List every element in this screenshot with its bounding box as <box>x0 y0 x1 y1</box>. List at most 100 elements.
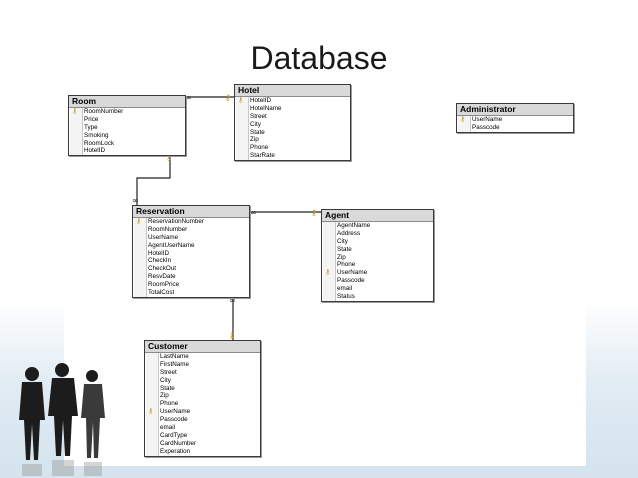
key-icon: ⚷ ⚷ ⚷ ⚷ <box>166 93 317 340</box>
field-row[interactable]: Passcode <box>145 416 260 425</box>
field-row[interactable]: Phone <box>235 144 350 153</box>
field-row[interactable]: Status <box>322 293 433 301</box>
field-row[interactable]: HotelID <box>133 249 249 258</box>
field-row[interactable]: State <box>235 128 350 137</box>
field-name: AgentUserName <box>148 241 195 249</box>
field-row[interactable]: FirstName <box>145 360 260 369</box>
field-row[interactable]: City <box>235 120 350 129</box>
table-title: Hotel <box>235 85 350 97</box>
field-row[interactable]: ⚷RoomNumber <box>69 108 185 116</box>
row-selector <box>323 229 336 238</box>
field-row[interactable]: Type <box>69 123 185 132</box>
field-row[interactable]: Smoking <box>69 131 185 140</box>
field-name: Zip <box>160 392 169 400</box>
field-name: UserName <box>148 233 179 241</box>
field-name: RoomNumber <box>84 108 124 115</box>
field-name: Phone <box>160 400 179 408</box>
field-row[interactable]: ⚷UserName <box>145 408 260 417</box>
field-row[interactable]: UserName <box>133 233 249 242</box>
field-row[interactable]: ⚷ReservationNumber <box>133 218 249 226</box>
row-selector <box>458 123 471 132</box>
row-selector <box>458 116 471 124</box>
field-row[interactable]: RoomPrice <box>133 281 249 290</box>
row-selector <box>323 277 336 286</box>
field-row[interactable]: Street <box>235 112 350 121</box>
field-row[interactable]: City <box>322 237 433 246</box>
field-row[interactable]: ⚷UserName <box>322 269 433 278</box>
field-row[interactable]: City <box>145 376 260 385</box>
field-name: Zip <box>250 136 259 144</box>
row-selector <box>236 152 249 161</box>
field-row[interactable]: Price <box>69 115 185 124</box>
field-row[interactable]: CardNumber <box>145 439 260 448</box>
field-row[interactable]: Zip <box>235 136 350 145</box>
field-name: email <box>337 285 353 293</box>
field-name: City <box>337 237 348 245</box>
field-name: Status <box>337 293 355 301</box>
field-row[interactable]: Passcode <box>322 277 433 286</box>
field-row[interactable]: ⚷UserName <box>457 116 573 124</box>
field-row[interactable]: Street <box>145 368 260 377</box>
field-row[interactable]: Phone <box>322 261 433 270</box>
field-row[interactable]: Phone <box>145 400 260 409</box>
field-row[interactable]: TotalCost <box>133 289 249 297</box>
field-row[interactable]: CheckIn <box>133 257 249 266</box>
field-name: Phone <box>250 144 269 152</box>
field-row[interactable]: HotelName <box>235 104 350 113</box>
field-row[interactable]: AgentUserName <box>133 241 249 250</box>
svg-text:⚷: ⚷ <box>311 208 317 217</box>
key-icon: ⚷ <box>238 97 244 104</box>
infinity-icon: ∞ ∞ ∞ ∞ <box>132 93 257 305</box>
field-row[interactable]: RoomLock <box>69 139 185 148</box>
svg-text:⚷: ⚷ <box>225 93 231 102</box>
field-row[interactable]: email <box>145 424 260 432</box>
row-selector <box>146 368 159 377</box>
field-row[interactable]: AgentName <box>322 222 433 230</box>
field-name: Passcode <box>337 277 365 285</box>
field-row[interactable]: LastName <box>145 353 260 361</box>
key-icon: ⚷ <box>460 116 466 123</box>
field-row[interactable]: StarRate <box>235 152 350 161</box>
row-selector <box>236 97 249 105</box>
field-row[interactable]: Address <box>322 229 433 238</box>
row-selector <box>323 245 336 254</box>
field-name: Type <box>84 123 98 131</box>
field-row[interactable]: Experation <box>145 447 260 456</box>
row-selector <box>70 139 83 148</box>
field-name: RoomNumber <box>148 225 188 233</box>
field-row[interactable]: RoomNumber <box>133 225 249 234</box>
people-silhouette-image <box>19 363 105 476</box>
row-selector <box>323 237 336 246</box>
row-selector <box>134 273 147 282</box>
field-name: CheckIn <box>148 257 172 265</box>
field-name: RoomLock <box>84 139 115 147</box>
table-title: Reservation <box>133 206 249 218</box>
field-row[interactable]: CheckOut <box>133 265 249 274</box>
row-selector <box>323 285 336 294</box>
field-name: Smoking <box>84 131 109 139</box>
field-row[interactable]: HotelID <box>69 147 185 156</box>
field-row[interactable]: Zip <box>322 253 433 262</box>
field-row[interactable]: Zip <box>145 392 260 401</box>
field-row[interactable]: State <box>145 384 260 393</box>
field-row[interactable]: email <box>322 285 433 294</box>
svg-text:⚷: ⚷ <box>229 331 235 340</box>
room-reservation-link <box>136 155 171 205</box>
row-selector <box>146 384 159 393</box>
field-row[interactable]: CardType <box>145 431 260 440</box>
row-selector <box>134 289 147 297</box>
field-row[interactable]: ⚷HotelID <box>235 97 350 105</box>
field-row[interactable]: State <box>322 245 433 254</box>
svg-text:∞: ∞ <box>250 208 257 217</box>
field-row[interactable]: ResvDate <box>133 273 249 282</box>
field-row[interactable]: Passcode <box>457 123 573 132</box>
row-selector <box>146 360 159 369</box>
svg-text:∞: ∞ <box>185 93 192 102</box>
svg-text:∞: ∞ <box>132 196 139 205</box>
